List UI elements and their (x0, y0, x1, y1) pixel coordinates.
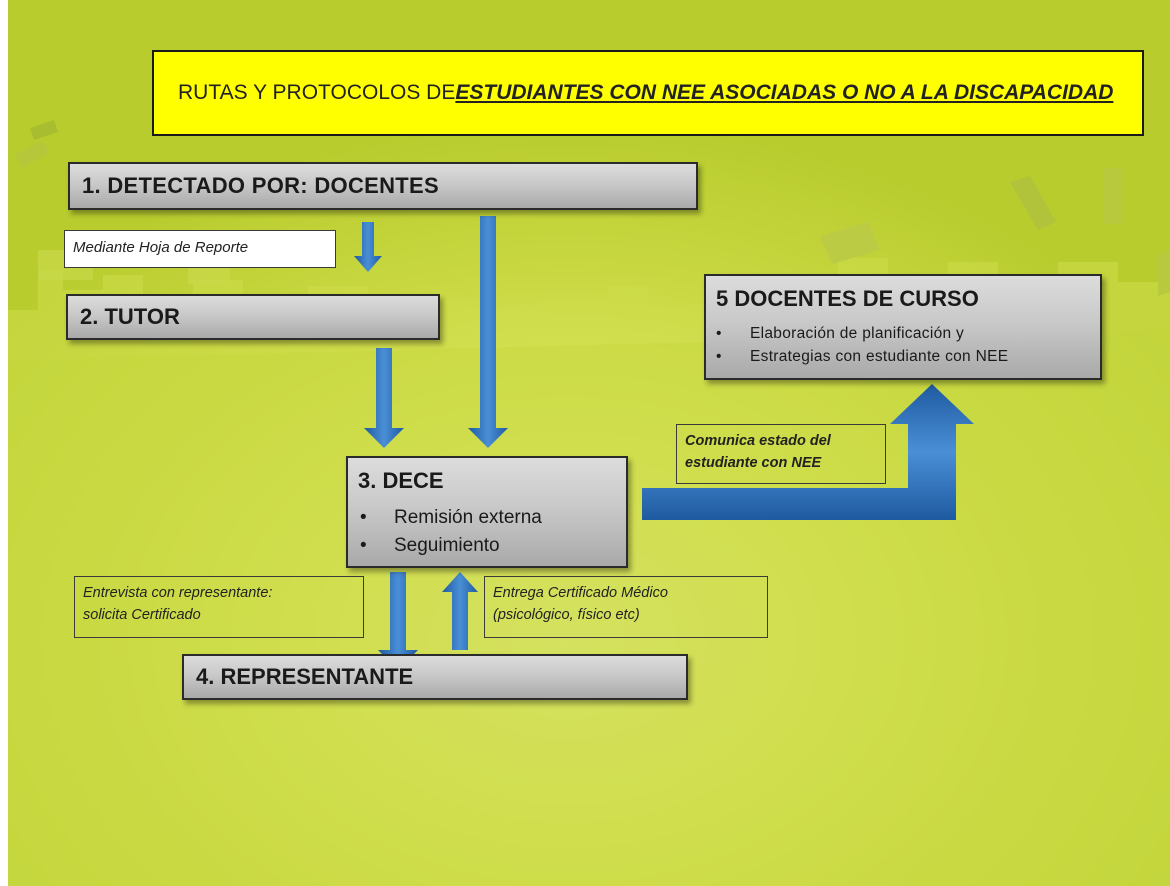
step-2-box: 2. TUTOR (66, 294, 440, 340)
step-4-box: 4. REPRESENTANTE (182, 654, 688, 700)
note-comunica-line: Comunica estado del (685, 433, 831, 449)
step-4-title: 4. REPRESENTANTE (196, 664, 414, 689)
note-certificado-line: Entrega Certificado Médico (493, 585, 668, 601)
title-emphasis: ESTUDIANTES CON NEE ASOCIADAS O NO A LA … (455, 81, 1114, 104)
step-3-box: 3. DECE • Remisión externa • Seguimiento (346, 456, 628, 568)
brick-decoration (14, 120, 1170, 296)
note-entrevista: Entrevista con representante: solicita C… (74, 576, 364, 638)
note-certificado-line: (psicológico, físico etc) (493, 607, 640, 623)
bullet-icon: • (360, 535, 367, 556)
step-1-box: 1. DETECTADO POR: DOCENTES (68, 162, 698, 210)
bullet-icon: • (716, 325, 722, 342)
step-5-list: • Elaboración de planificación y • Estra… (716, 322, 1008, 368)
step-3-item-text: Seguimiento (394, 535, 500, 556)
step-1-title: 1. DETECTADO POR: DOCENTES (82, 173, 439, 198)
list-item: • Elaboración de planificación y (716, 322, 1008, 345)
step-3-list: • Remisión externa • Seguimiento (360, 504, 542, 560)
title-banner: RUTAS Y PROTOCOLOS DE ESTUDIANTES CON NE… (152, 50, 1144, 136)
note-comunica-line: estudiante con NEE (685, 455, 822, 471)
note-entrevista-line: solicita Certificado (83, 607, 201, 623)
step-3-title: 3. DECE (358, 468, 444, 493)
list-item: • Seguimiento (360, 532, 542, 560)
step-3-item-text: Remisión externa (394, 507, 542, 528)
list-item: • Remisión externa (360, 504, 542, 532)
list-item: • Estrategias con estudiante con NEE (716, 345, 1008, 368)
note-comunica: Comunica estado del estudiante con NEE (676, 424, 886, 484)
note-entrevista-line: Entrevista con representante: (83, 585, 273, 601)
step-5-item-text: Elaboración de planificación y (750, 325, 965, 342)
title-prefix: RUTAS Y PROTOCOLOS DE (178, 81, 456, 104)
note-hoja-de-reporte: Mediante Hoja de Reporte (64, 230, 336, 268)
slide-canvas: RUTAS Y PROTOCOLOS DE ESTUDIANTES CON NE… (8, 0, 1170, 886)
bullet-icon: • (716, 348, 722, 365)
note-hoja-de-reporte-text: Mediante Hoja de Reporte (73, 239, 249, 256)
note-certificado: Entrega Certificado Médico (psicológico,… (484, 576, 768, 638)
step-2-title: 2. TUTOR (80, 304, 180, 329)
step-5-item-text: Estrategias con estudiante con NEE (750, 348, 1009, 365)
step-5-title: 5 DOCENTES DE CURSO (716, 286, 979, 311)
step-5-box: 5 DOCENTES DE CURSO • Elaboración de pla… (704, 274, 1102, 380)
bullet-icon: • (360, 507, 367, 528)
